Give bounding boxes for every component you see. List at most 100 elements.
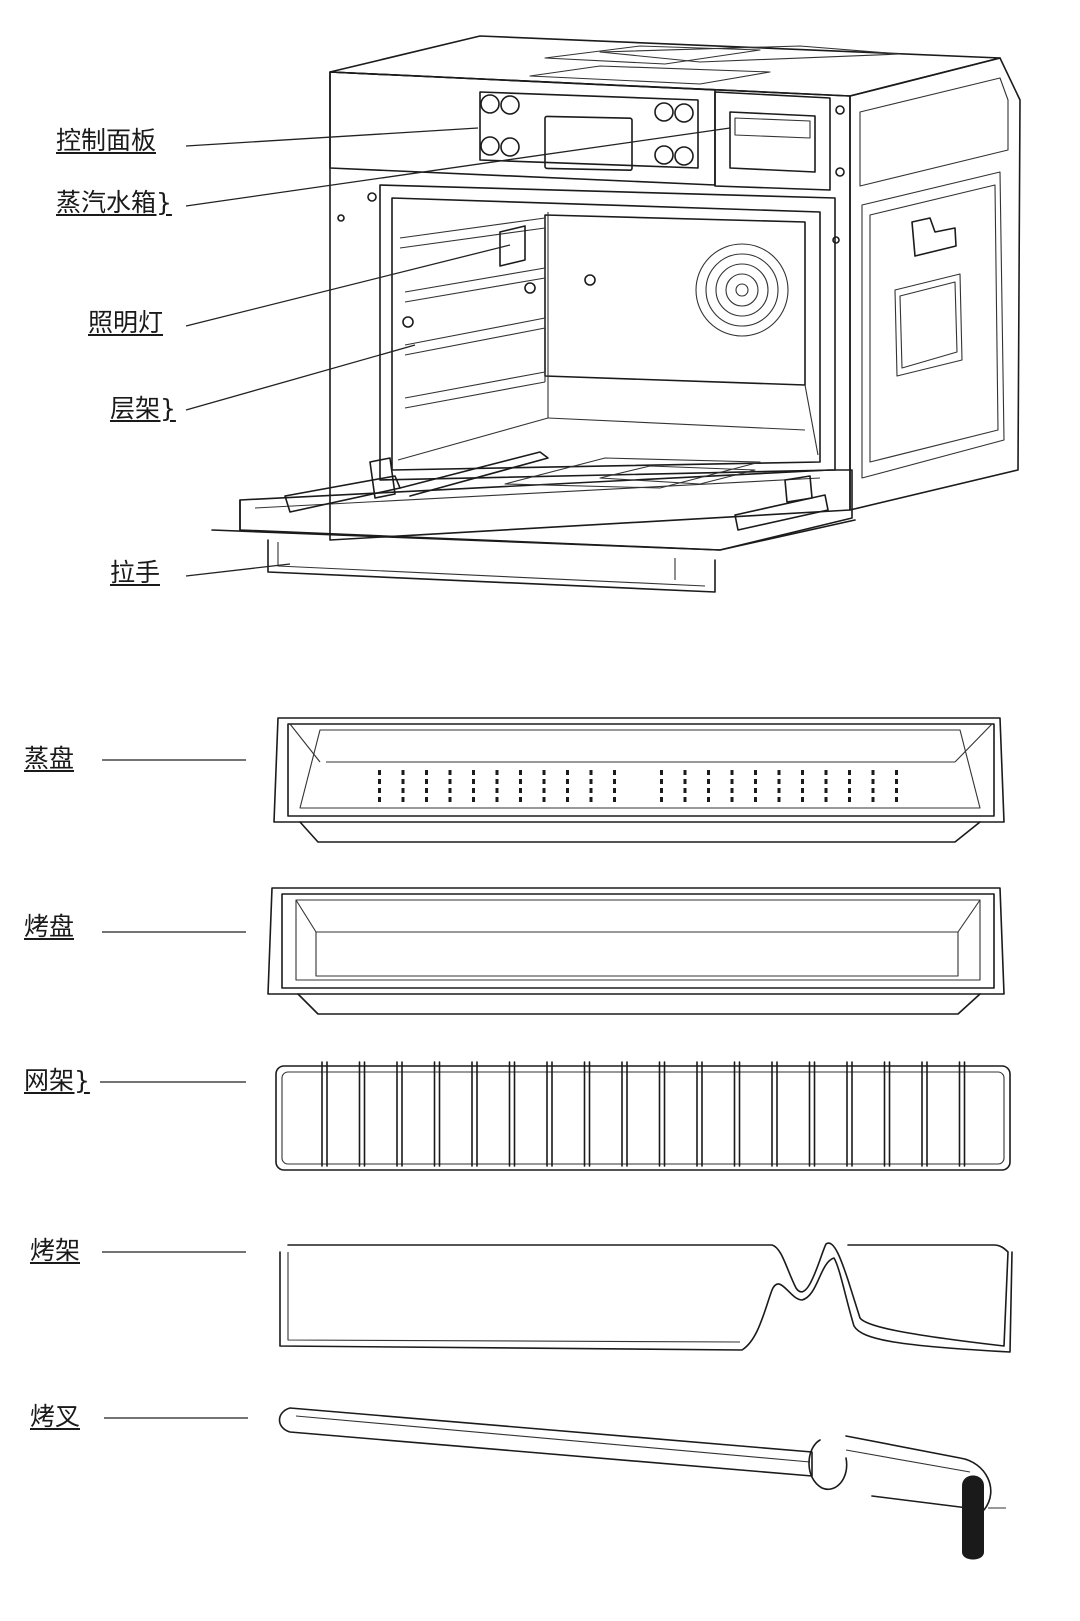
label-baking-tray: 烤盘	[24, 912, 75, 941]
steam-slot	[660, 797, 663, 802]
steam-slot	[707, 788, 710, 793]
steam-slot	[401, 788, 405, 793]
steam-slot	[824, 770, 828, 775]
steam-slot	[824, 797, 828, 802]
rack-bar	[921, 1061, 928, 1167]
steam-slot	[730, 779, 734, 784]
steam-slot	[895, 797, 898, 802]
label-grill-rack: 烤架	[30, 1236, 81, 1265]
steam-slot	[378, 788, 381, 793]
steam-slot	[378, 779, 381, 784]
rack-bar	[546, 1061, 553, 1167]
label-wire-rack: 网架}	[24, 1066, 90, 1095]
steam-slot	[589, 779, 593, 784]
steam-slot	[613, 788, 616, 793]
rack-bar	[883, 1061, 891, 1167]
steam-slot	[401, 770, 405, 775]
steam-slot	[707, 779, 710, 784]
steam-slot	[425, 770, 428, 775]
steam-slot	[542, 788, 546, 793]
steam-slot	[801, 788, 804, 793]
steam-slot	[801, 770, 804, 775]
steam-slot	[683, 779, 687, 784]
steam-slot	[660, 779, 663, 784]
steam-slot	[777, 779, 781, 784]
label-lamp: 照明灯	[88, 308, 164, 337]
rack-bar	[733, 1061, 741, 1167]
rack-bar	[846, 1061, 853, 1167]
steam-slot	[425, 788, 428, 793]
steam-slot	[495, 770, 499, 775]
steam-slot	[871, 788, 875, 793]
label-handle: 拉手	[110, 558, 161, 587]
steam-slot	[848, 797, 851, 802]
steam-slot	[519, 797, 522, 802]
steam-slot	[824, 788, 828, 793]
oven-leader-lines	[185, 127, 731, 577]
steam-slot	[495, 797, 499, 802]
label-steam-water-tank: 蒸汽水箱}	[56, 188, 172, 217]
steam-slot	[777, 770, 781, 775]
rotisserie-fork-drawing	[104, 1407, 1006, 1560]
steam-slot	[707, 770, 710, 775]
steam-slot	[754, 797, 757, 802]
steam-tray-drawing	[102, 717, 1005, 843]
steam-slot	[895, 788, 898, 793]
rack-bar	[471, 1061, 478, 1167]
steam-slot	[472, 770, 475, 775]
steam-slot	[871, 770, 875, 775]
baking-tray-drawing	[102, 887, 1005, 1015]
rack-bar	[321, 1061, 328, 1167]
rack-bar	[658, 1061, 666, 1167]
steam-slot	[801, 779, 804, 784]
steam-slot	[542, 779, 546, 784]
steam-slot	[730, 788, 734, 793]
steam-slot	[613, 779, 616, 784]
steam-slot	[425, 779, 428, 784]
steam-slot	[542, 797, 546, 802]
oven-body	[211, 35, 1021, 593]
steam-slot	[848, 770, 851, 775]
steam-slot	[378, 797, 381, 802]
rack-bar	[958, 1061, 966, 1167]
steam-slot	[754, 779, 757, 784]
steam-slot	[871, 797, 875, 802]
steam-slot	[448, 797, 452, 802]
steam-slot	[848, 779, 851, 784]
steam-slot	[848, 788, 851, 793]
steam-slot	[519, 788, 522, 793]
steam-slot	[472, 779, 475, 784]
steam-slot	[589, 770, 593, 775]
steam-slot	[589, 797, 593, 802]
steam-slot	[448, 779, 452, 784]
steam-slot	[542, 770, 546, 775]
steam-slot	[613, 797, 616, 802]
steam-slot	[754, 770, 757, 775]
rack-bar	[433, 1061, 441, 1167]
steam-slot	[425, 797, 428, 802]
steam-slot	[683, 770, 687, 775]
steam-slot	[683, 797, 687, 802]
rack-bar	[808, 1061, 816, 1167]
steam-slot	[401, 797, 405, 802]
steam-slot	[824, 779, 828, 784]
rack-bar	[583, 1061, 591, 1167]
rack-bar	[508, 1061, 516, 1167]
steam-slot	[895, 770, 898, 775]
steam-slot	[566, 779, 569, 784]
steam-slot	[472, 797, 475, 802]
label-control-panel: 控制面板	[56, 126, 157, 155]
label-steam-tray: 蒸盘	[24, 744, 75, 773]
steam-slot	[777, 797, 781, 802]
wire-rack-drawing	[100, 1061, 1011, 1171]
steam-slot	[754, 788, 757, 793]
steam-slot	[613, 770, 616, 775]
steam-slot	[777, 788, 781, 793]
steam-slot	[895, 779, 898, 784]
steam-slot	[589, 788, 593, 793]
steam-slot	[801, 797, 804, 802]
steam-slot	[660, 788, 663, 793]
steam-slot	[683, 788, 687, 793]
